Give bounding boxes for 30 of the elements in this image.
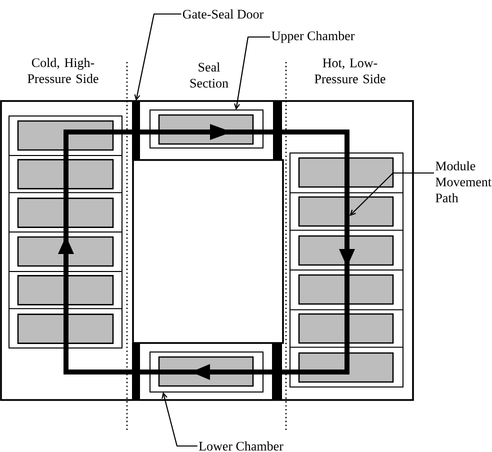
region-label: Hot, Low-Pressure Side bbox=[314, 58, 386, 84]
module bbox=[298, 235, 394, 266]
chamber-box bbox=[150, 110, 264, 148]
gate-seal-door bbox=[272, 343, 282, 400]
module bbox=[17, 198, 114, 228]
module bbox=[17, 159, 114, 190]
chamber-box bbox=[150, 352, 264, 392]
gate-seal-door bbox=[132, 101, 140, 160]
callout-label: Gate-Seal Door bbox=[182, 9, 264, 19]
gate-seal-door bbox=[132, 343, 140, 400]
module bbox=[17, 236, 114, 267]
module bbox=[298, 157, 394, 188]
leader-line bbox=[234, 36, 270, 110]
callout-label: Lower Chamber bbox=[198, 441, 284, 451]
movement-path-arrow bbox=[58, 124, 355, 380]
callout-label: Upper Chamber bbox=[272, 31, 355, 43]
leader-line bbox=[162, 392, 198, 447]
region-label: Seal Section bbox=[190, 62, 228, 88]
gate-seal-door bbox=[273, 101, 282, 160]
module bbox=[298, 196, 394, 227]
module-rack bbox=[290, 152, 404, 388]
module-rack bbox=[8, 116, 122, 348]
region-label: Cold, High-Pressure Side bbox=[28, 58, 98, 84]
leader-line bbox=[350, 172, 434, 216]
module bbox=[298, 313, 394, 344]
callout-label: Module Movement Path bbox=[436, 161, 492, 202]
module bbox=[17, 275, 114, 306]
module bbox=[298, 274, 394, 305]
leader-line bbox=[134, 13, 182, 101]
module bbox=[17, 314, 114, 344]
